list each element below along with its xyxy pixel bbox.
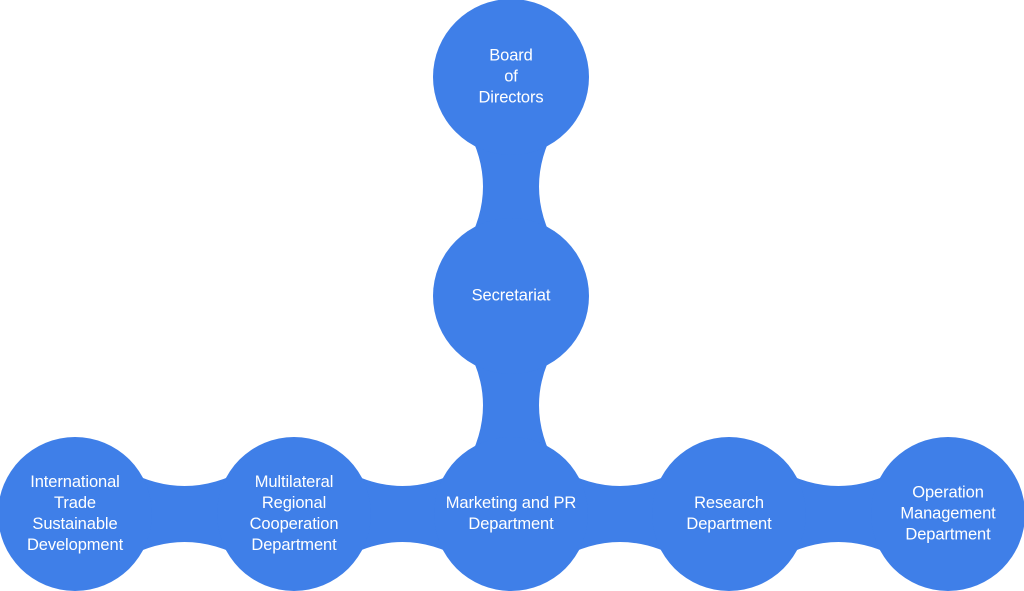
node-board (433, 0, 589, 155)
operation-management-department-label: Operation Management Department (900, 483, 996, 544)
node-operation (871, 437, 1024, 591)
node-marketing (434, 437, 588, 591)
connector-board-secretariat (465, 125, 557, 248)
secretariat-label: Secretariat (471, 286, 551, 305)
connector-marketing-research (558, 468, 682, 560)
node-multilateral (217, 437, 371, 591)
node-research (652, 437, 806, 591)
node-secretariat (433, 218, 589, 374)
connector-research-operation (776, 468, 901, 560)
multilateral-regional-cooperation-department-label: Multilateral Regional Cooperation Depart… (249, 473, 339, 554)
connector-secretariat-marketing (465, 344, 557, 467)
connectors (122, 125, 901, 560)
board-of-directors-label: Board of Directors (478, 46, 544, 107)
research-department-label: Research Department (686, 494, 772, 533)
marketing-pr-department-label: Marketing and PR Department (445, 494, 577, 533)
connector-multilateral-marketing (341, 468, 464, 560)
international-trade-sustainable-development-label: International Trade Sustainable Developm… (26, 473, 124, 554)
connector-international-multilateral (122, 468, 247, 560)
node-international (0, 437, 152, 591)
